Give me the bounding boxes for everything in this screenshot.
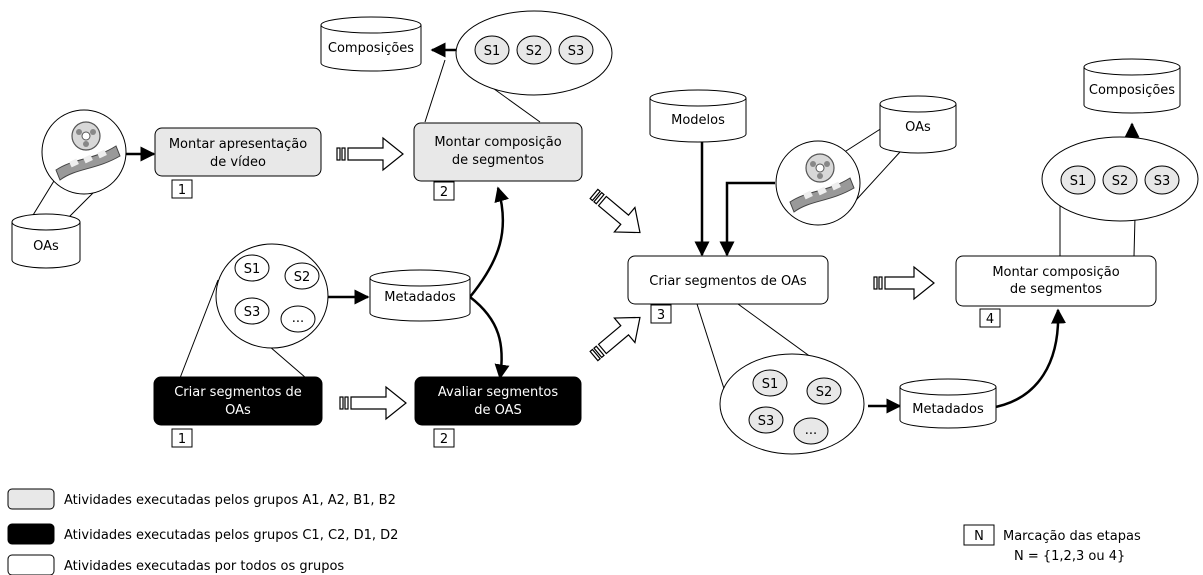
segment-s1: S1 xyxy=(1070,174,1087,189)
svg-text:Metadados: Metadados xyxy=(912,402,984,417)
svg-text:Modelos: Modelos xyxy=(671,113,725,128)
segments-bubble-top: S1 S2 S3 xyxy=(455,10,613,96)
composicoes-cylinder-top: Composições xyxy=(320,16,422,72)
legend: Atividades executadas pelos grupos A1, A… xyxy=(7,488,1141,575)
svg-text:2: 2 xyxy=(440,432,448,447)
svg-text:Criar segmentos de: Criar segmentos de xyxy=(174,385,302,400)
segment-s2: S2 xyxy=(526,44,543,59)
flow-arrows xyxy=(336,136,935,421)
activity-montar-composicao-a: Montar composição de segmentos xyxy=(413,122,583,182)
step-marker-3: 3 xyxy=(650,304,672,324)
segment-s2: S2 xyxy=(1112,174,1129,189)
flow-arrow-top-to-3 xyxy=(589,188,641,234)
activity-montar-composicao-all: Montar composição de segmentos xyxy=(955,255,1157,307)
segment-s1: S1 xyxy=(244,262,261,277)
segment-s3: S3 xyxy=(1154,174,1171,189)
svg-text:1: 1 xyxy=(178,432,186,447)
svg-text:2: 2 xyxy=(440,185,448,200)
step-marker-2-c: 2 xyxy=(433,428,455,448)
svg-text:N: N xyxy=(974,529,984,544)
svg-text:Criar segmentos de OAs: Criar segmentos de OAs xyxy=(649,274,807,289)
svg-text:de OAS: de OAS xyxy=(474,403,522,418)
segment-s1: S1 xyxy=(484,44,501,59)
legend-gray: Atividades executadas pelos grupos A1, A… xyxy=(7,488,396,510)
flow-arrow-bottom-to-3 xyxy=(589,316,641,362)
oas-cylinder-left: OAs xyxy=(11,213,81,269)
segments-bubble-bottom-right: S1 S2 S3 ... xyxy=(719,353,865,455)
legend-step-marker: N Marcação das etapas N = {1,2,3 ou 4} xyxy=(963,524,1141,564)
segment-more: ... xyxy=(292,311,304,326)
activity-montar-apresentacao: Montar apresentação de vídeo xyxy=(154,127,322,177)
segment-s1: S1 xyxy=(762,377,779,392)
segment-s3: S3 xyxy=(758,414,775,429)
step-marker-1-c: 1 xyxy=(171,428,193,448)
film-bubble-left xyxy=(41,109,127,195)
step-marker-1: 1 xyxy=(171,179,193,199)
svg-text:de segmentos: de segmentos xyxy=(452,153,544,168)
svg-text:OAs: OAs xyxy=(225,403,251,418)
svg-text:Montar composição: Montar composição xyxy=(434,135,561,150)
svg-text:Marcação das etapas: Marcação das etapas xyxy=(1003,529,1141,544)
svg-text:Atividades executadas pelos gr: Atividades executadas pelos grupos C1, C… xyxy=(64,528,398,543)
step-marker-2: 2 xyxy=(433,181,455,201)
segment-s2: S2 xyxy=(816,385,833,400)
modelos-cylinder: Modelos xyxy=(649,89,747,143)
oas-cylinder-right: OAs xyxy=(879,95,957,154)
svg-text:Composições: Composições xyxy=(328,41,414,56)
segment-s3: S3 xyxy=(568,44,585,59)
svg-text:Atividades executadas pelos gr: Atividades executadas pelos grupos A1, A… xyxy=(64,493,396,508)
svg-text:Atividades executadas por todo: Atividades executadas por todos os grupo… xyxy=(64,559,344,574)
legend-white: Atividades executadas por todos os grupo… xyxy=(7,554,344,575)
svg-text:OAs: OAs xyxy=(33,239,59,254)
svg-text:de segmentos: de segmentos xyxy=(1010,282,1102,297)
step-marker-4: 4 xyxy=(979,308,1001,328)
zoom-lines xyxy=(29,59,1137,399)
activity-avaliar-segmentos: Avaliar segmentos de OAS xyxy=(414,376,582,426)
svg-text:Montar apresentação: Montar apresentação xyxy=(169,137,307,152)
flow-arrow-c1-c2 xyxy=(339,385,407,421)
flow-arrow-3-4 xyxy=(873,265,935,301)
legend-black: Atividades executadas pelos grupos C1, C… xyxy=(7,523,398,545)
svg-text:1: 1 xyxy=(178,183,186,198)
solid-arrows xyxy=(122,42,1140,414)
segment-s2: S2 xyxy=(294,270,311,285)
segment-s3: S3 xyxy=(244,305,261,320)
svg-text:OAs: OAs xyxy=(905,120,931,135)
svg-text:3: 3 xyxy=(657,308,665,323)
composicoes-cylinder-right: Composições xyxy=(1083,58,1181,114)
svg-text:N = {1,2,3 ou 4}: N = {1,2,3 ou 4} xyxy=(1014,549,1125,564)
svg-text:Metadados: Metadados xyxy=(384,290,456,305)
svg-text:de vídeo: de vídeo xyxy=(210,155,266,170)
segments-bubble-top-right: S1 S2 S3 xyxy=(1041,136,1199,222)
film-bubble-right xyxy=(775,140,861,226)
svg-text:Composições: Composições xyxy=(1089,83,1175,98)
segments-bubble-left: S1 S2 S3 ... xyxy=(215,243,329,349)
svg-text:Avaliar segmentos: Avaliar segmentos xyxy=(438,385,558,400)
svg-text:Montar composição: Montar composição xyxy=(992,265,1119,280)
metadados-cylinder-right: Metadados xyxy=(899,378,997,429)
segment-more: ... xyxy=(805,423,817,438)
flow-arrow-1-2 xyxy=(336,136,404,172)
activity-criar-segmentos-c: Criar segmentos de OAs xyxy=(153,376,323,426)
activity-criar-segmentos-all: Criar segmentos de OAs xyxy=(627,255,829,305)
metadados-cylinder-mid: Metadados xyxy=(369,269,471,322)
svg-text:4: 4 xyxy=(986,312,994,327)
